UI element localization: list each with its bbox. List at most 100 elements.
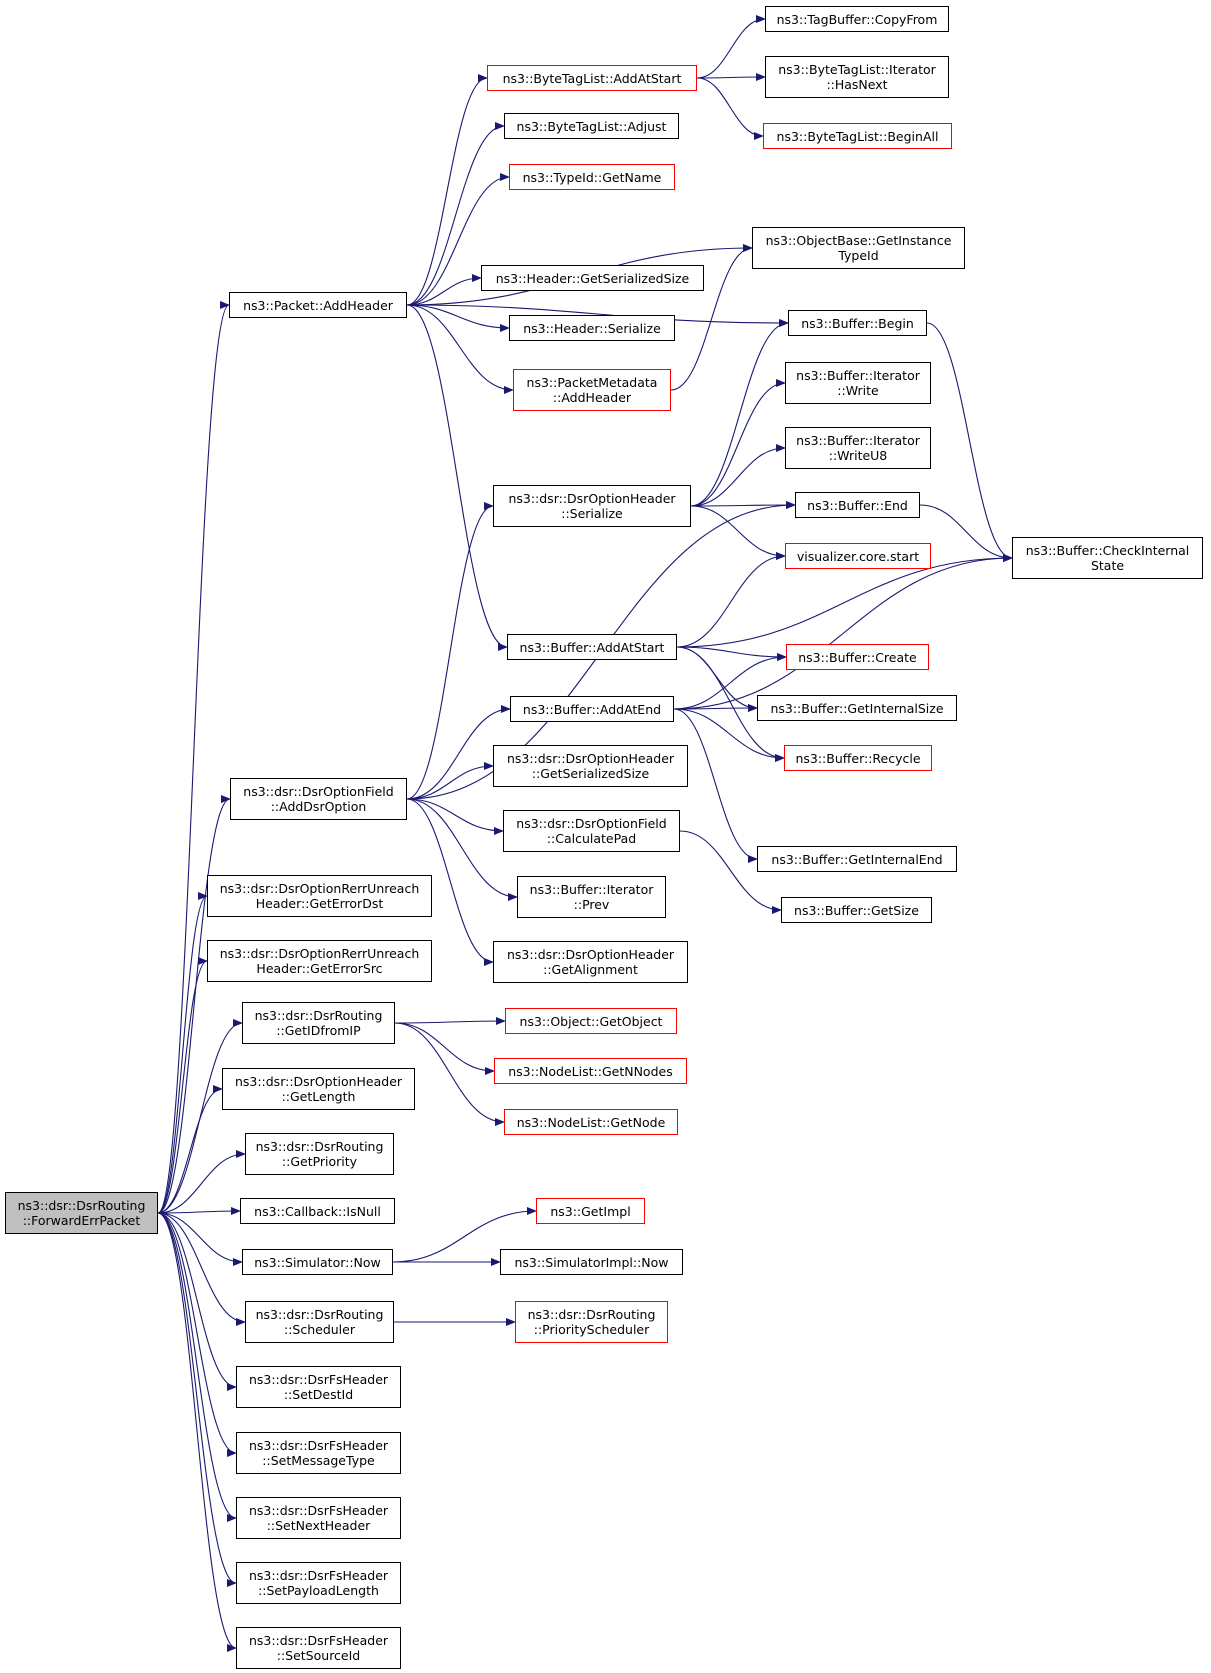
- node-label-line: TypeId: [838, 248, 879, 263]
- node-scheduler[interactable]: ns3::dsr::DsrRouting::Scheduler: [245, 1301, 394, 1343]
- edge-dohSerialize-to-vizStart: [690, 505, 786, 560]
- edge-bufEnd-to-bufCheckInternalState: [919, 504, 1013, 562]
- node-label-line: ::Serialize: [561, 506, 623, 521]
- node-sim-now[interactable]: ns3::Simulator::Now: [242, 1249, 393, 1275]
- node-get-impl[interactable]: ns3::GetImpl: [536, 1198, 645, 1224]
- node-obj-get-object[interactable]: ns3::Object::GetObject: [505, 1008, 677, 1034]
- edge-dofCalculatePad-to-bufGetSize: [679, 830, 782, 914]
- node-doh-get-serialized-size[interactable]: ns3::dsr::DsrOptionHeader::GetSerialized…: [493, 745, 688, 787]
- edge-getIDfromIP-to-nlGetNNodes: [394, 1022, 495, 1075]
- node-set-payload-length[interactable]: ns3::dsr::DsrFsHeader::SetPayloadLength: [236, 1562, 401, 1604]
- node-get-length[interactable]: ns3::dsr::DsrOptionHeader::GetLength: [222, 1068, 415, 1110]
- node-tb-copy-from[interactable]: ns3::TagBuffer::CopyFrom: [765, 6, 949, 32]
- node-iter-write-u8[interactable]: ns3::Buffer::Iterator::WriteU8: [785, 427, 931, 469]
- node-dof-calculate-pad[interactable]: ns3::dsr::DsrOptionField::CalculatePad: [503, 810, 680, 852]
- edge-addDsrOption-to-bufAddAtEnd: [406, 705, 511, 800]
- node-buf-get-size[interactable]: ns3::Buffer::GetSize: [781, 897, 932, 923]
- node-label-line: ns3::Header::GetSerializedSize: [495, 270, 690, 286]
- node-label-line: ns3::dsr::DsrOptionHeader: [234, 1074, 403, 1089]
- node-buf-begin[interactable]: ns3::Buffer::Begin: [788, 310, 927, 336]
- node-label-line: ns3::dsr::DsrOptionHeader: [508, 491, 676, 506]
- node-label-line: ns3::TypeId::GetName: [522, 169, 662, 185]
- node-label-line: ns3::Simulator::Now: [254, 1254, 381, 1270]
- edge-dohSerialize-to-iterWrite: [690, 379, 786, 507]
- edge-addDsrOption-to-iterPrev: [406, 798, 518, 901]
- node-sim-impl-now[interactable]: ns3::SimulatorImpl::Now: [500, 1249, 683, 1275]
- node-type-id-get-name[interactable]: ns3::TypeId::GetName: [509, 164, 675, 190]
- edge-root-to-addHeader: [157, 301, 230, 1214]
- node-label-line: ns3::NodeList::GetNNodes: [508, 1063, 673, 1079]
- node-label-line: State: [1090, 558, 1125, 573]
- edge-addDsrOption-to-dohGetAlignment: [406, 798, 494, 966]
- node-label-line: ::AddHeader: [552, 390, 632, 405]
- node-label-line: ::GetAlignment: [543, 962, 638, 977]
- node-buf-get-internal-size[interactable]: ns3::Buffer::GetInternalSize: [757, 695, 957, 721]
- edge-addHeader-to-headerSerialize: [406, 304, 510, 332]
- node-label-line: ::GetSerializedSize: [531, 766, 650, 781]
- node-btl-begin-all[interactable]: ns3::ByteTagList::BeginAll: [763, 123, 952, 149]
- node-buf-add-at-start[interactable]: ns3::Buffer::AddAtStart: [507, 634, 677, 660]
- node-get-idfrom-ip[interactable]: ns3::dsr::DsrRouting::GetIDfromIP: [242, 1002, 395, 1044]
- edge-btlAddAtStart-to-tbCopyFrom: [696, 15, 766, 79]
- node-root: ns3::dsr::DsrRouting::ForwardErrPacket: [5, 1192, 158, 1234]
- node-label-line: ::SetDestId: [283, 1387, 354, 1402]
- node-set-next-header[interactable]: ns3::dsr::DsrFsHeader::SetNextHeader: [236, 1497, 401, 1539]
- node-label-line: ns3::dsr::DsrOptionRerrUnreach: [219, 881, 420, 896]
- node-label-line: ::CalculatePad: [546, 831, 637, 846]
- edge-simNow-to-getImpl: [392, 1207, 537, 1263]
- node-buf-create[interactable]: ns3::Buffer::Create: [786, 644, 929, 670]
- edge-btlAddAtStart-to-btlBeginAll: [696, 77, 764, 140]
- node-btl-adjust[interactable]: ns3::ByteTagList::Adjust: [504, 113, 679, 139]
- node-buf-get-internal-end[interactable]: ns3::Buffer::GetInternalEnd: [757, 846, 957, 872]
- node-buf-add-at-end[interactable]: ns3::Buffer::AddAtEnd: [510, 696, 674, 722]
- node-pm-add-header[interactable]: ns3::PacketMetadata::AddHeader: [513, 369, 671, 411]
- edge-bufAddAtEnd-to-bufCreate: [673, 653, 787, 710]
- node-iter-write[interactable]: ns3::Buffer::Iterator::Write: [785, 362, 931, 404]
- node-label-line: ns3::dsr::DsrFsHeader: [248, 1372, 389, 1387]
- edge-dohSerialize-to-iterWriteU8: [690, 444, 786, 507]
- node-set-message-type[interactable]: ns3::dsr::DsrFsHeader::SetMessageType: [236, 1432, 401, 1474]
- node-iter-prev[interactable]: ns3::Buffer::Iterator::Prev: [517, 876, 666, 918]
- edge-addHeader-to-btlAdjust: [406, 122, 505, 306]
- node-label-line: ns3::dsr::DsrOptionField: [243, 784, 394, 799]
- node-add-header[interactable]: ns3::Packet::AddHeader: [229, 292, 407, 318]
- edge-addHeader-to-headerGetSerializedSize: [406, 274, 482, 306]
- edge-addHeader-to-pmAddHeader: [406, 304, 514, 394]
- node-btl-add-at-start[interactable]: ns3::ByteTagList::AddAtStart: [487, 65, 697, 91]
- edge-getIDfromIP-to-nlGetNode: [394, 1022, 505, 1126]
- node-buf-recycle[interactable]: ns3::Buffer::Recycle: [784, 745, 932, 771]
- node-is-null[interactable]: ns3::Callback::IsNull: [240, 1198, 395, 1224]
- node-label-line: ns3::Header::Serialize: [523, 320, 661, 336]
- node-add-dsr-option[interactable]: ns3::dsr::DsrOptionField::AddDsrOption: [230, 778, 407, 820]
- node-label-line: ::AddDsrOption: [270, 799, 367, 814]
- node-get-priority[interactable]: ns3::dsr::DsrRouting::GetPriority: [245, 1133, 394, 1175]
- node-set-source-id[interactable]: ns3::dsr::DsrFsHeader::SetSourceId: [236, 1627, 401, 1669]
- node-header-serialize[interactable]: ns3::Header::Serialize: [509, 315, 675, 341]
- node-label-line: ::SetPayloadLength: [258, 1583, 379, 1598]
- node-header-get-serialized-size[interactable]: ns3::Header::GetSerializedSize: [481, 265, 704, 291]
- node-doh-get-alignment[interactable]: ns3::dsr::DsrOptionHeader::GetAlignment: [493, 941, 688, 983]
- node-priority-scheduler[interactable]: ns3::dsr::DsrRouting::PriorityScheduler: [515, 1301, 668, 1343]
- node-nl-get-node[interactable]: ns3::NodeList::GetNode: [504, 1109, 678, 1135]
- node-set-dest-id[interactable]: ns3::dsr::DsrFsHeader::SetDestId: [236, 1366, 401, 1408]
- edge-bufAddAtStart-to-bufCreate: [676, 646, 787, 661]
- node-label-line: ::Prev: [573, 897, 610, 912]
- node-label-line: ns3::Buffer::GetInternalEnd: [771, 851, 943, 867]
- node-label-line: ns3::dsr::DsrFsHeader: [248, 1633, 389, 1648]
- node-label-line: ::GetPriority: [281, 1154, 358, 1169]
- node-buf-end[interactable]: ns3::Buffer::End: [795, 492, 920, 518]
- node-nl-get-nnodes[interactable]: ns3::NodeList::GetNNodes: [494, 1058, 687, 1084]
- edge-dohSerialize-to-bufBegin: [690, 319, 789, 507]
- node-viz-start[interactable]: visualizer.core.start: [785, 543, 931, 569]
- node-label-line: ns3::Buffer::CheckInternal: [1025, 543, 1190, 558]
- edge-getIDfromIP-to-objGetObject: [394, 1017, 506, 1026]
- node-doh-serialize[interactable]: ns3::dsr::DsrOptionHeader::Serialize: [493, 485, 691, 527]
- node-btl-iter-has-next[interactable]: ns3::ByteTagList::Iterator::HasNext: [765, 56, 949, 98]
- edge-addHeader-to-bufBegin: [406, 304, 789, 327]
